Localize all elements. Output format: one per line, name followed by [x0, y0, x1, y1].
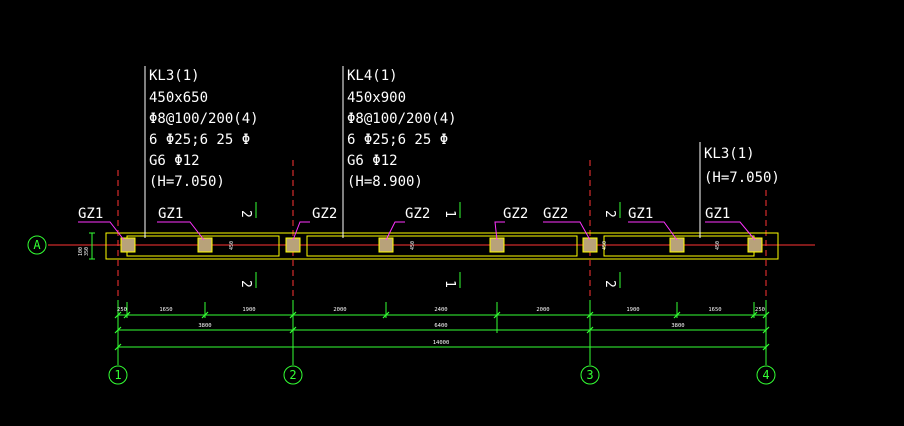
section-mark: 2	[602, 280, 617, 288]
gz-label: GZ1	[705, 206, 730, 222]
section-mark: 2	[602, 210, 617, 218]
beam-note-2-line-6: (H=8.900)	[347, 174, 423, 190]
small-label: 450	[715, 241, 721, 250]
dim-text: 250	[117, 307, 127, 313]
beam-note-1-line-6: (H=7.050)	[149, 174, 225, 190]
columns	[120, 237, 763, 253]
gz-label: GZ2	[543, 206, 568, 222]
dim-text: 1650	[159, 307, 172, 313]
gz-label: GZ2	[503, 206, 528, 222]
beam-note-2-line-4: 6 Φ25;6 25 Φ	[347, 132, 448, 148]
gz-label: GZ2	[312, 206, 337, 222]
small-label: 450	[410, 241, 416, 250]
section-mark: 1	[442, 280, 457, 288]
section-mark: 2	[238, 210, 253, 218]
axis-bubble-A: A	[27, 235, 47, 255]
small-label: 450	[602, 241, 608, 250]
dim-text: 2000	[333, 307, 346, 313]
beam-note-leaders	[144, 66, 701, 238]
beam-note-1-line-5: G6 Φ12	[149, 153, 200, 169]
axis-label-col: 1	[114, 368, 121, 382]
beam-note-2: KL4(1) 450x900 Φ8@100/200(4) 6 Φ25;6 25 …	[347, 68, 457, 190]
gz-label: GZ1	[158, 206, 183, 222]
axis-label-col: 4	[762, 368, 769, 382]
beam-note-2-line-1: KL4(1)	[347, 68, 398, 84]
dimension-texts-row3: 14000	[433, 340, 450, 346]
dim-text: 3800	[671, 323, 684, 329]
gz-leaders	[78, 221, 756, 241]
beam-note-2-line-5: G6 Φ12	[347, 153, 398, 169]
dim-text: 250	[755, 307, 765, 313]
axis-label-col: 2	[289, 368, 296, 382]
axis-bubbles-columns: 1 2 3 4	[108, 365, 776, 385]
beam-note-1-line-1: KL3(1)	[149, 68, 200, 84]
gz-label: GZ2	[405, 206, 430, 222]
beam-note-3-line-2: (H=7.050)	[704, 170, 780, 186]
beam-note-1-line-2: 450x650	[149, 90, 208, 106]
dimension-ticks	[114, 311, 770, 351]
dimension-texts-row1: 250 1650 1900 2000 2400 2000 1900 1650 2…	[117, 307, 765, 313]
axis-label-row: A	[33, 238, 41, 252]
beam-note-1-line-4: 6 Φ25;6 25 Φ	[149, 132, 250, 148]
beam-note-3: KL3(1) (H=7.050)	[704, 146, 780, 186]
dimension-lines	[117, 300, 767, 365]
section-mark: 1	[442, 210, 457, 218]
dimension-texts-row2: 3800 6400 3800	[198, 323, 684, 329]
small-label: 100	[78, 247, 84, 256]
section-marks: 2 1 2 2 1 2	[238, 210, 617, 288]
beam-note-1-line-3: Φ8@100/200(4)	[149, 111, 259, 127]
beam-note-1: KL3(1) 450x650 Φ8@100/200(4) 6 Φ25;6 25 …	[149, 68, 259, 190]
dim-text: 1900	[626, 307, 639, 313]
dim-text: 1900	[242, 307, 255, 313]
gz-labels: GZ1 GZ1 GZ2 GZ2 GZ2 GZ2 GZ1 GZ1	[78, 206, 730, 222]
dim-text: 2400	[434, 307, 447, 313]
left-edge-dim	[89, 232, 95, 260]
dim-text: 14000	[433, 340, 450, 346]
gz-label: GZ1	[78, 206, 103, 222]
small-label: 450	[229, 241, 235, 250]
dim-text: 1650	[708, 307, 721, 313]
beam-note-3-line-1: KL3(1)	[704, 146, 755, 162]
small-label: 350	[84, 247, 90, 256]
small-beam-labels: 100 350 450 450 450 450	[78, 241, 721, 256]
dim-text: 6400	[434, 323, 447, 329]
section-mark: 2	[238, 280, 253, 288]
dim-text: 3800	[198, 323, 211, 329]
beam-note-2-line-2: 450x900	[347, 90, 406, 106]
beam-note-2-line-3: Φ8@100/200(4)	[347, 111, 457, 127]
section-cut-ticks	[255, 202, 621, 288]
gz-label: GZ1	[628, 206, 653, 222]
axis-label-col: 3	[586, 368, 593, 382]
dim-text: 2000	[536, 307, 549, 313]
